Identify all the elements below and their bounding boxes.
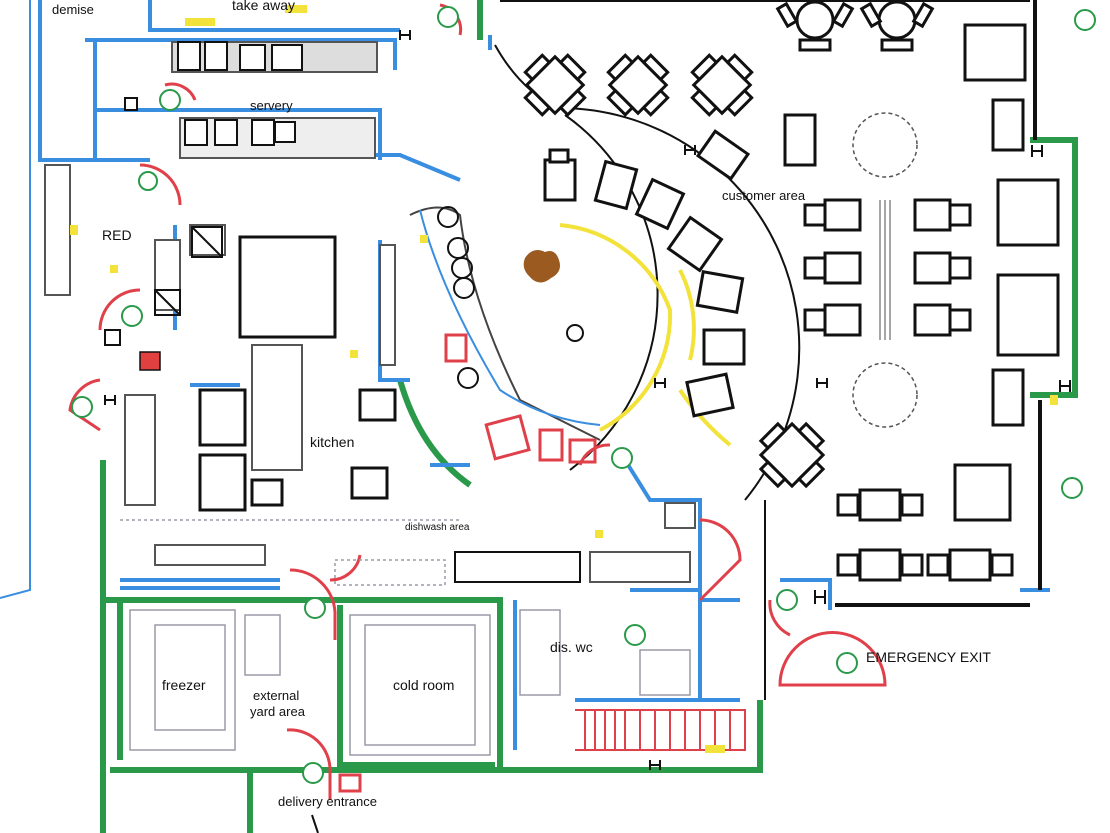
label-customer-area: customer area <box>722 188 806 203</box>
label-dis-wc: dis. wc <box>550 639 593 655</box>
label-external-yard-area-1: external <box>253 688 299 703</box>
label-external-yard-area-2: yard area <box>250 704 306 719</box>
yellow-accents <box>70 5 1058 753</box>
round-tables <box>775 0 935 52</box>
label-servery: servery <box>250 98 293 113</box>
external-walls <box>100 0 1078 833</box>
room-fixtures <box>120 519 691 756</box>
arc-chairs <box>543 129 751 418</box>
central-lines <box>879 200 891 340</box>
label-delivery-entrance: delivery entrance <box>278 794 377 809</box>
label-dishwash-area: dishwash area <box>405 522 470 533</box>
label-cold-room: cold room <box>393 677 454 693</box>
label-emergency-exit: EMERGENCY EXIT <box>866 649 991 665</box>
h-markers <box>104 30 1071 770</box>
door-markers <box>71 6 1096 784</box>
label-demise: demise <box>52 2 94 17</box>
column-circles <box>852 112 918 428</box>
labels: demise take away servery RED kitchen cus… <box>52 0 991 809</box>
red-units <box>139 351 161 371</box>
servery-units <box>104 41 303 346</box>
fryer-diamond <box>154 226 223 316</box>
label-kitchen: kitchen <box>310 434 354 450</box>
internal-walls <box>0 0 1050 750</box>
rect-tables <box>783 23 1060 582</box>
door-swings <box>68 3 887 800</box>
serving-counter <box>409 114 732 471</box>
kitchen-equipment <box>44 41 696 583</box>
label-take-away: take away <box>232 0 295 13</box>
diamond-tables <box>523 53 826 489</box>
label-red: RED <box>102 227 132 243</box>
label-freezer: freezer <box>162 677 206 693</box>
delivery-arrow <box>311 814 319 833</box>
stairs <box>575 709 746 751</box>
